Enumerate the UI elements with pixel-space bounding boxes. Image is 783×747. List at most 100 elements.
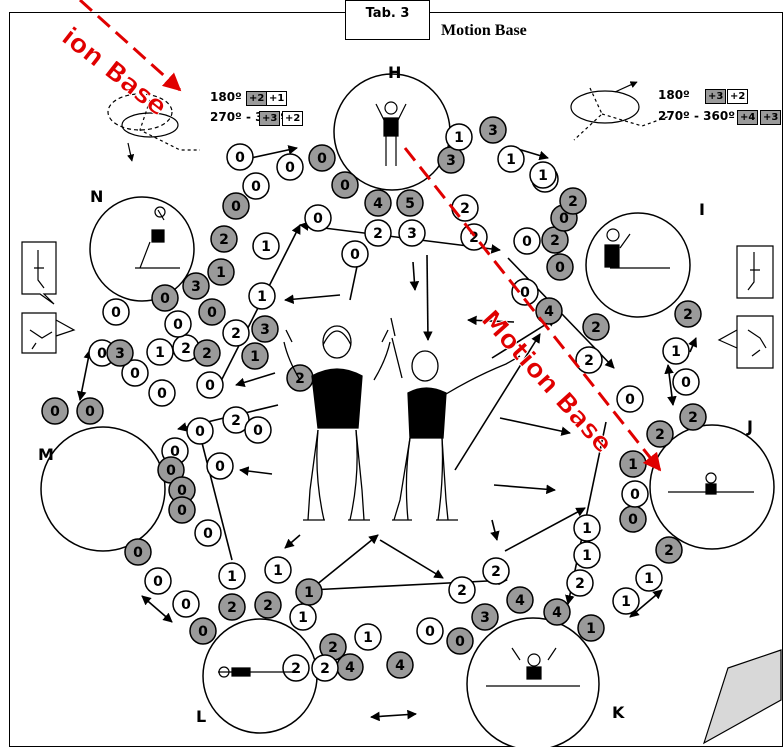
- rotation-right-val-2b: +3: [760, 110, 782, 125]
- value-circle-label: 2: [373, 226, 383, 242]
- value-circle-shape: [308, 144, 336, 172]
- value-circle: 0: [124, 538, 152, 566]
- value-circle-label: 4: [515, 593, 525, 609]
- value-circle-shape: [210, 225, 238, 253]
- value-circle: 0: [206, 452, 234, 480]
- value-circle: 0: [198, 298, 226, 326]
- value-circle-shape: [218, 593, 246, 621]
- value-circle-shape: [635, 564, 663, 592]
- value-circle: 2: [222, 319, 250, 347]
- value-circle-label: 0: [160, 291, 170, 307]
- value-circle: 2: [646, 420, 674, 448]
- value-circle-label: 0: [285, 160, 295, 176]
- value-circle-label: 1: [298, 610, 308, 626]
- value-circle: 0: [168, 496, 196, 524]
- figure-j: [668, 472, 754, 495]
- value-circle-shape: [311, 654, 339, 682]
- value-circle-label: 0: [133, 545, 143, 561]
- value-circle: 2: [575, 346, 603, 374]
- value-circle-label: 0: [195, 424, 205, 440]
- position-letter-i: I: [699, 200, 705, 219]
- value-circle-label: 0: [313, 211, 323, 227]
- value-circle-shape: [559, 187, 587, 215]
- rotation-right-deg-1: 180º: [658, 88, 690, 102]
- page-curl: [702, 649, 782, 745]
- value-circle-label: 0: [235, 150, 245, 166]
- value-circle-shape: [364, 189, 392, 217]
- rotation-right-deg-2: 270º - 360º: [658, 109, 735, 123]
- value-circle-shape: [148, 379, 176, 407]
- value-circle: 2: [674, 300, 702, 328]
- value-circle-label: 0: [50, 404, 60, 420]
- value-circle: 0: [164, 310, 192, 338]
- value-circle: 0: [341, 240, 369, 268]
- value-circle: 0: [416, 617, 444, 645]
- value-circle-shape: [612, 587, 640, 615]
- value-circle-shape: [124, 538, 152, 566]
- value-circle: 2: [364, 219, 392, 247]
- value-circle: 0: [121, 359, 149, 387]
- value-circle-label: 1: [454, 130, 464, 146]
- value-circle: 1: [573, 514, 601, 542]
- value-circle-shape: [546, 253, 574, 281]
- value-circle: 4: [386, 651, 414, 679]
- value-circle-shape: [341, 240, 369, 268]
- value-circle-shape: [655, 536, 683, 564]
- value-circle: 1: [497, 145, 525, 173]
- value-circle-label: 1: [273, 563, 283, 579]
- value-circle: 0: [172, 590, 200, 618]
- value-circle: 2: [655, 536, 683, 564]
- value-circle-label: 0: [628, 512, 638, 528]
- position-letter-h: H: [388, 63, 401, 82]
- value-circle: 1: [146, 338, 174, 366]
- value-circle-label: 1: [586, 621, 596, 637]
- value-circle-shape: [679, 403, 707, 431]
- value-circle-shape: [282, 654, 310, 682]
- value-circle-label: 1: [304, 585, 314, 601]
- position-circle-m: [40, 426, 166, 552]
- figure-h: [375, 101, 407, 166]
- value-circle: 4: [336, 653, 364, 681]
- value-circle: 1: [218, 562, 246, 590]
- value-circle: 0: [244, 416, 272, 444]
- value-circle-label: 0: [130, 366, 140, 382]
- value-circle-label: 0: [153, 574, 163, 590]
- position-letter-n: N: [90, 187, 103, 206]
- value-circle: 0: [276, 153, 304, 181]
- value-circle-shape: [446, 627, 474, 655]
- value-circle-label: 0: [170, 444, 180, 460]
- value-circle-shape: [575, 346, 603, 374]
- rotation-left-val-2a: +3: [259, 111, 281, 126]
- value-circle-shape: [242, 172, 270, 200]
- value-circle-shape: [218, 562, 246, 590]
- value-circle-shape: [513, 227, 541, 255]
- value-circle-label: 0: [97, 346, 107, 362]
- value-circle-label: 2: [688, 410, 698, 426]
- value-circle: 1: [241, 342, 269, 370]
- value-circle: 1: [619, 450, 647, 478]
- value-circle-label: 3: [115, 346, 125, 362]
- value-circle-shape: [121, 359, 149, 387]
- motion-base-arrow-diagonal: [403, 147, 662, 472]
- rotation-right-val-1b: +2: [727, 89, 749, 104]
- rotation-left-val-1a: +2: [246, 91, 268, 106]
- value-circle: 4: [506, 586, 534, 614]
- value-circle-label: 4: [373, 196, 383, 212]
- value-circle-shape: [497, 145, 525, 173]
- value-circle-shape: [76, 397, 104, 425]
- value-circle-shape: [364, 219, 392, 247]
- value-circle-shape: [295, 578, 323, 606]
- value-circle-label: 2: [683, 307, 693, 323]
- value-circle-shape: [182, 272, 210, 300]
- rotation-right-val-1a: +3: [705, 89, 727, 104]
- value-circle: 1: [577, 614, 605, 642]
- value-circle-label: 2: [460, 201, 470, 217]
- value-circle: 0: [511, 278, 539, 306]
- value-circle-shape: [577, 614, 605, 642]
- value-circle: 0: [76, 397, 104, 425]
- value-circle: 0: [619, 505, 647, 533]
- value-circle-shape: [386, 651, 414, 679]
- value-circle-label: 1: [538, 168, 548, 184]
- value-circle: 0: [102, 298, 130, 326]
- value-circle: 4: [543, 598, 571, 626]
